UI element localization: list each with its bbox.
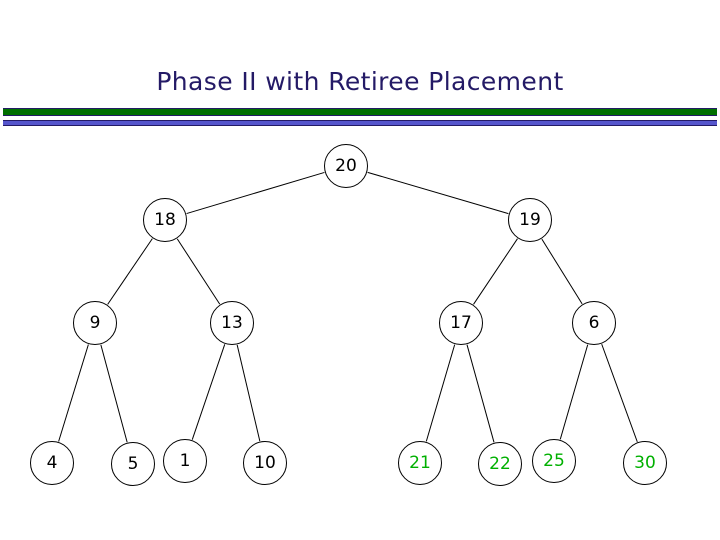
tree-node-label: 1 [179,450,191,471]
tree-node-19[interactable]: 19 [508,198,552,242]
tree-node-label: 13 [221,312,243,333]
tree-edge [367,171,509,215]
tree-node-25[interactable]: 25 [532,439,576,483]
tree-edge [466,344,495,443]
tree-node-1[interactable]: 1 [163,439,207,483]
tree-node-30[interactable]: 30 [623,441,667,485]
title-divider-blue [3,120,717,126]
tree-edge [425,344,456,442]
tree-node-18[interactable]: 18 [143,198,187,242]
tree-edge [58,344,89,442]
tree-node-label: 6 [588,312,600,333]
tree-edge [186,171,325,215]
tree-edge [100,344,128,443]
tree-node-10[interactable]: 10 [243,441,287,485]
page-title: Phase II with Retiree Placement [156,67,564,96]
tree-node-label: 30 [634,452,656,473]
tree-edge [107,238,153,305]
tree-node-label: 9 [89,312,101,333]
tree-edge [236,344,261,442]
tree-node-label: 22 [489,453,511,474]
tree-node-13[interactable]: 13 [210,301,254,345]
tree-edge [176,238,221,305]
tree-node-6[interactable]: 6 [572,301,616,345]
tree-node-17[interactable]: 17 [439,301,483,345]
tree-node-9[interactable]: 9 [73,301,117,345]
tree-node-22[interactable]: 22 [478,442,522,486]
tree-node-5[interactable]: 5 [111,442,155,486]
tree-node-label: 4 [46,452,58,473]
tree-edge [541,238,583,305]
tree-node-label: 5 [127,453,139,474]
tree-node-label: 21 [409,452,431,473]
tree-node-20[interactable]: 20 [324,144,368,188]
tree-node-label: 17 [450,312,472,333]
tree-edge [191,344,226,440]
tree-edge [559,344,589,440]
tree-node-label: 18 [154,209,176,230]
tree-edge [601,343,638,443]
edge-group [58,171,638,443]
tree-node-label: 10 [254,452,276,473]
tree-node-4[interactable]: 4 [30,441,74,485]
tree-node-label: 20 [335,155,357,176]
tree-edge [473,238,518,305]
tree-node-21[interactable]: 21 [398,441,442,485]
tree-node-label: 25 [543,450,565,471]
tree-node-label: 19 [519,209,541,230]
title-divider-green [3,108,717,116]
